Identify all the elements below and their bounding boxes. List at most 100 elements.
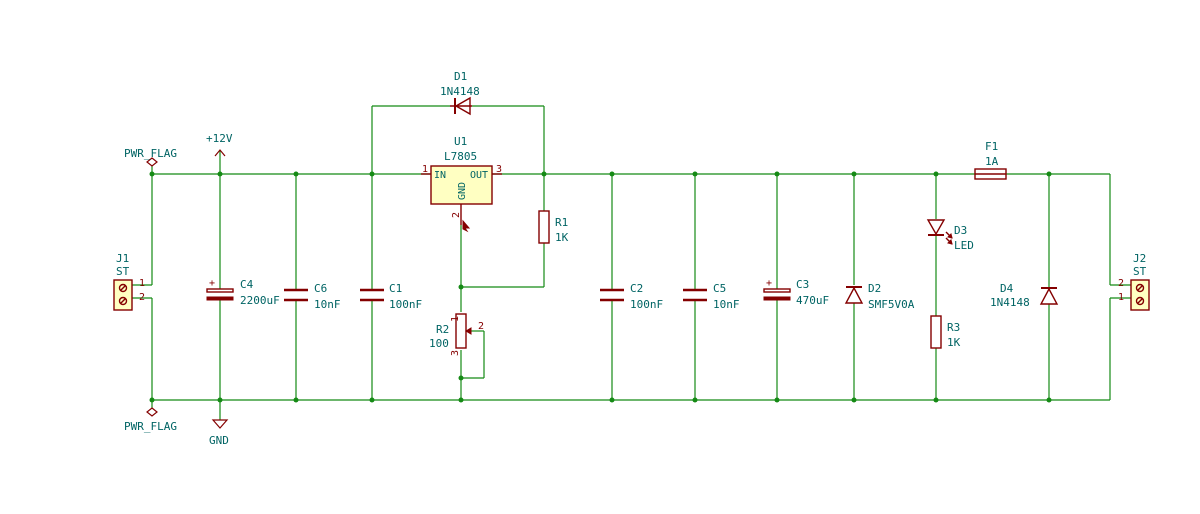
- resistor-body-icon: [930, 315, 942, 349]
- u1-pin3-num: 3: [496, 164, 502, 175]
- junction-dot: [149, 171, 155, 177]
- capacitor-c3[interactable]: + C3 470uF: [763, 278, 829, 307]
- junction-dot: [774, 171, 780, 177]
- connector-j2[interactable]: J2 ST 2 1: [1118, 252, 1150, 311]
- diode-triangle-icon: [844, 286, 864, 304]
- regulator-u1[interactable]: U1 L7805 IN OUT GND 1 3 2: [421, 135, 502, 225]
- junction-dot: [609, 171, 615, 177]
- junction-dot: [692, 171, 698, 177]
- junction-dot: [851, 397, 857, 403]
- screw-terminal-icon: [1135, 283, 1145, 293]
- wires: [132, 105, 1131, 420]
- pwr-flag-top-label: PWR_FLAG: [124, 147, 177, 160]
- capacitor-c6[interactable]: C6 10nF: [284, 282, 341, 311]
- j1-ref: J1: [116, 252, 129, 265]
- junction-dot: [933, 397, 939, 403]
- capacitor-c2[interactable]: C2 100nF: [600, 282, 663, 311]
- c6-ref: C6: [314, 282, 327, 295]
- junction-dot: [933, 171, 939, 177]
- capacitor-plate-negative-icon: [763, 296, 791, 301]
- d3-ref: D3: [954, 224, 967, 237]
- capacitor-plate-positive-icon: [206, 288, 234, 293]
- c4-polarity: +: [209, 278, 215, 289]
- j1-value: ST: [116, 265, 130, 278]
- screw-terminal-icon: [118, 296, 128, 306]
- resistor-r3[interactable]: R3 1K: [930, 315, 961, 349]
- junction-dot: [293, 397, 299, 403]
- resistor-body-icon: [538, 210, 550, 244]
- junction-dot: [774, 397, 780, 403]
- diode-d2[interactable]: D2 SMF5V0A: [844, 282, 915, 311]
- junction-dot: [609, 397, 615, 403]
- capacitor-c4[interactable]: + C4 2200uF: [206, 278, 280, 307]
- junction-dot: [369, 397, 375, 403]
- r2-pin3-num: 3: [450, 350, 461, 356]
- c2-value: 100nF: [630, 298, 663, 311]
- resistor-r1[interactable]: R1 1K: [538, 210, 569, 244]
- r2-value: 100: [429, 337, 449, 350]
- adjust-arrow-icon: [462, 219, 471, 233]
- f1-ref: F1: [985, 140, 998, 153]
- gnd-label: GND: [209, 434, 229, 447]
- ground-symbol[interactable]: GND: [209, 419, 229, 447]
- screw-slot-icon: [1137, 298, 1143, 304]
- d4-ref: D4: [1000, 282, 1014, 295]
- junctions: [149, 171, 1052, 403]
- f1-value: 1A: [985, 155, 999, 168]
- u1-pin1-num: 1: [422, 164, 428, 175]
- diode-d1[interactable]: D1 1N4148: [440, 70, 480, 116]
- capacitor-c1[interactable]: C1 100nF: [360, 282, 422, 311]
- power-symbol-12v[interactable]: +12V: [206, 132, 233, 157]
- light-ray-head-icon: [947, 233, 953, 239]
- junction-dot: [458, 375, 464, 381]
- u1-ref: U1: [454, 135, 467, 148]
- r1-ref: R1: [555, 216, 568, 229]
- d1-value: 1N4148: [440, 85, 480, 98]
- junction-dot: [293, 171, 299, 177]
- j2-pin1-label: 1: [1118, 292, 1124, 303]
- j1-pin2-label: 2: [139, 292, 145, 303]
- junction-dot: [217, 397, 223, 403]
- c2-ref: C2: [630, 282, 643, 295]
- capacitor-plate-positive-icon: [763, 288, 791, 293]
- j2-pin2-label: 2: [1118, 278, 1124, 289]
- junction-dot: [851, 171, 857, 177]
- d2-ref: D2: [868, 282, 881, 295]
- d2-value: SMF5V0A: [868, 298, 915, 311]
- screw-slot-icon: [1137, 285, 1143, 291]
- capacitor-c5[interactable]: C5 10nF: [683, 282, 740, 311]
- screw-terminal-icon: [118, 283, 128, 293]
- pwr-flag-icon: [146, 407, 158, 417]
- c5-value: 10nF: [713, 298, 740, 311]
- junction-dot: [541, 171, 547, 177]
- j1-pin1-label: 1: [139, 278, 145, 289]
- capacitor-plate-negative-icon: [206, 296, 234, 301]
- c1-value: 100nF: [389, 298, 422, 311]
- c4-value: 2200uF: [240, 294, 280, 307]
- junction-dot: [369, 171, 375, 177]
- c4-ref: C4: [240, 278, 254, 291]
- u1-pin2-num: 2: [451, 212, 462, 218]
- junction-dot: [217, 171, 223, 177]
- pwr-flag-icon: [146, 157, 158, 167]
- u1-pin-out: OUT: [470, 170, 488, 181]
- led-d3[interactable]: D3 LED: [926, 219, 974, 252]
- connector-j1[interactable]: J1 ST 1 2: [113, 252, 145, 311]
- ground-icon: [211, 419, 229, 429]
- led-triangle-icon: [926, 219, 946, 236]
- r2-pin1-num: 1: [450, 316, 461, 322]
- r2-pin2-num: 2: [478, 321, 484, 332]
- potentiometer-r2[interactable]: R2 100 1 2 3: [429, 219, 484, 356]
- d3-value: LED: [954, 239, 974, 252]
- pwr-flag-bottom[interactable]: PWR_FLAG: [124, 407, 177, 433]
- u1-value: L7805: [444, 150, 477, 163]
- diode-d4[interactable]: D4 1N4148: [990, 282, 1059, 309]
- screw-slot-icon: [120, 285, 126, 291]
- pwr-flag-top[interactable]: PWR_FLAG: [124, 147, 177, 167]
- junction-dot: [149, 397, 155, 403]
- r2-ref: R2: [436, 323, 449, 336]
- fuse-f1[interactable]: F1 1A: [974, 140, 1007, 180]
- u1-pin-in: IN: [434, 170, 446, 181]
- screw-terminal-icon: [1135, 296, 1145, 306]
